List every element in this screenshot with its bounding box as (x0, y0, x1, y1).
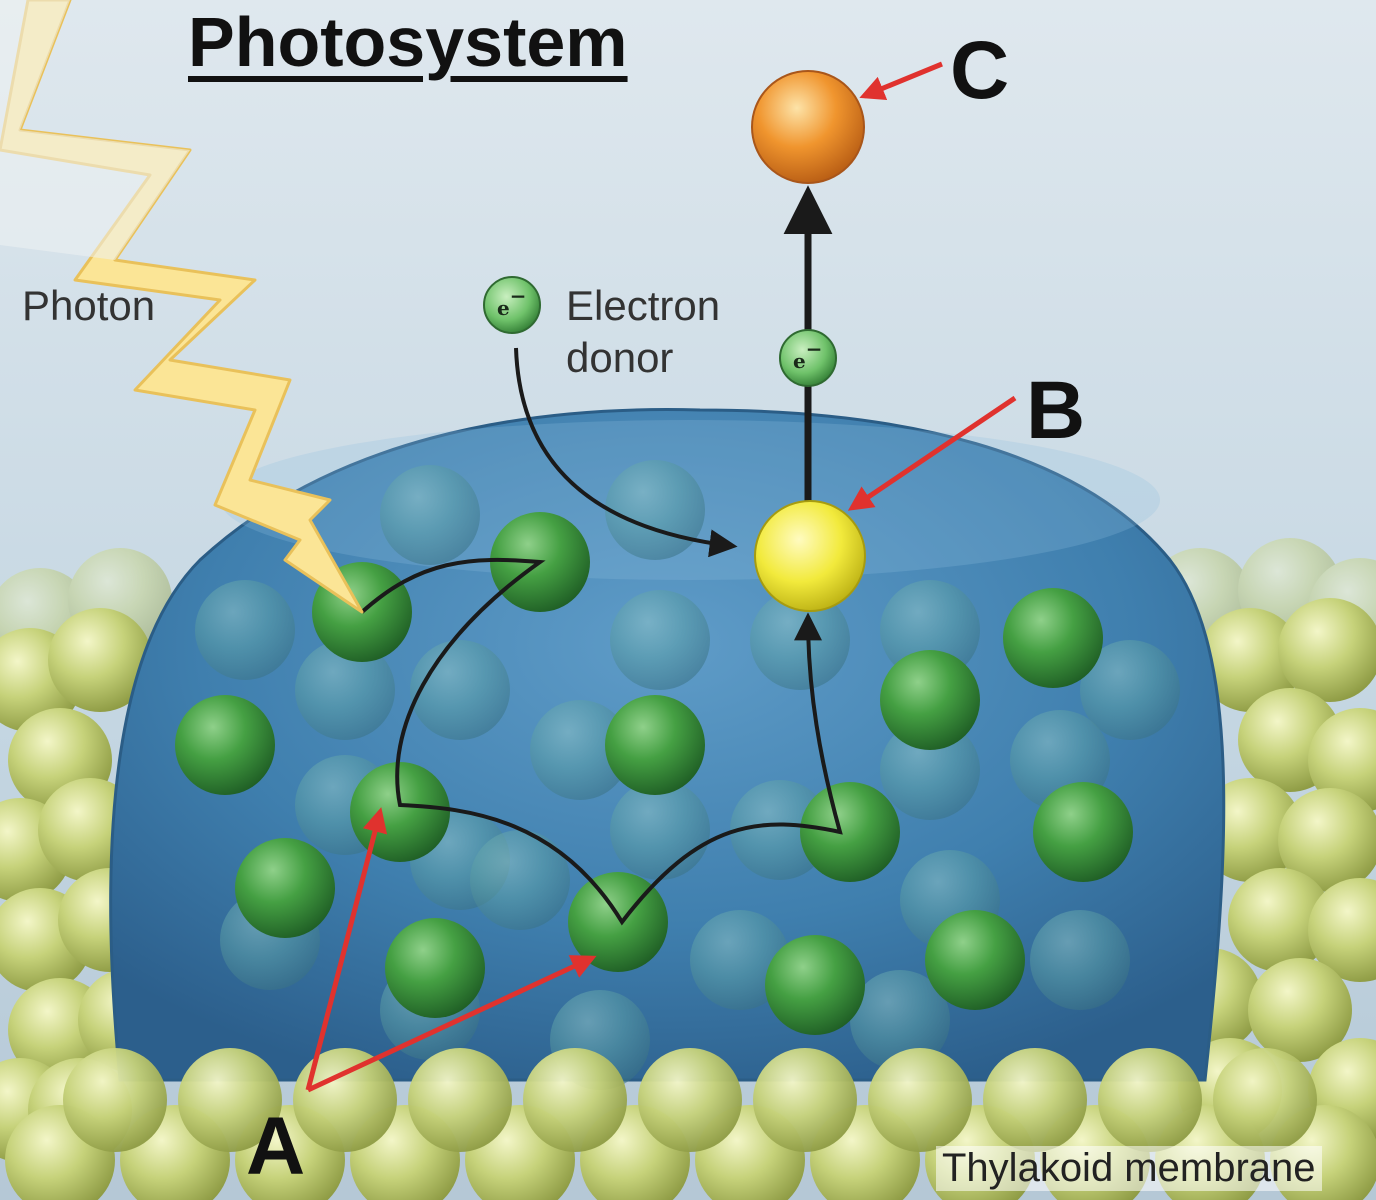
callout-arrow-b (847, 395, 1017, 511)
electron-donor-label-line2: donor (566, 334, 674, 381)
lipid-sphere (638, 1048, 742, 1152)
antenna-pigment (880, 650, 980, 750)
lipid-sphere (1278, 788, 1376, 892)
accessory-pigment (605, 460, 705, 560)
svg-text:e−: e− (793, 337, 823, 373)
accessory-pigment (530, 700, 630, 800)
energy-transfer-path (360, 557, 843, 926)
accessory-pigment (195, 580, 295, 680)
lipid-sphere (63, 1048, 167, 1152)
antenna-pigment (1003, 588, 1103, 688)
accessory-pigment (410, 640, 510, 740)
lipid-sphere (1198, 608, 1302, 712)
accessory-pigment (470, 830, 570, 930)
lipid-sphere (523, 1048, 627, 1152)
antenna-pigment (605, 695, 705, 795)
callout-arrows (305, 61, 1017, 1093)
electron-symbol: e (497, 296, 510, 320)
lipid-sphere (293, 1048, 397, 1152)
svg-text:e−: e− (497, 284, 527, 320)
lipid-sphere (753, 1048, 857, 1152)
callout-arrow-a1 (305, 807, 388, 1091)
marker-c: C (950, 25, 1010, 116)
excited-electron-icon: e− (779, 329, 837, 387)
lipid-sphere (1278, 598, 1376, 702)
marker-a: A (246, 1101, 306, 1192)
antenna-pigment (1033, 782, 1133, 882)
lipid-sphere (1308, 878, 1376, 982)
accessory-pigment (880, 720, 980, 820)
antenna-pigment (175, 695, 275, 795)
accessory-pigment (1030, 910, 1130, 1010)
lipid-sphere (1308, 708, 1376, 812)
antenna-pigment (765, 935, 865, 1035)
accessory-pigment (880, 580, 980, 680)
antenna-pigment (350, 762, 450, 862)
lipid-sphere (408, 1048, 512, 1152)
photon-label: Photon (22, 282, 156, 329)
lipid-sphere (1248, 958, 1352, 1062)
electron-donor-arrow (514, 347, 738, 558)
marker-b: B (1026, 365, 1086, 456)
antenna-pigment (385, 918, 485, 1018)
accessory-pigment (1080, 640, 1180, 740)
accessory-pigment (295, 640, 395, 740)
lipid-sphere (1228, 868, 1332, 972)
thylakoid-membrane-label: Thylakoid membrane (936, 1146, 1322, 1191)
pigment-molecules (175, 460, 1180, 1090)
lipid-sphere (1098, 1048, 1202, 1152)
lipid-sphere (1213, 1048, 1317, 1152)
diagram-title: Photosystem (188, 3, 628, 81)
accessory-pigment (610, 590, 710, 690)
lipid-sphere (983, 1048, 1087, 1152)
antenna-pigment (235, 838, 335, 938)
accessory-pigment (850, 970, 950, 1070)
photon-bolt-fade (0, 0, 190, 260)
accessory-pigment (380, 465, 480, 565)
electron-donor-label-line1: Electron (566, 282, 721, 329)
lipid-sphere (178, 1048, 282, 1152)
accessory-pigment (610, 780, 710, 880)
antenna-pigment (925, 910, 1025, 1010)
callout-arrow-c (859, 61, 943, 100)
antenna-pigment (800, 782, 900, 882)
lipid-sphere (868, 1048, 972, 1152)
callout-arrow-a2 (306, 955, 597, 1093)
reaction-center-chlorophyll (754, 500, 866, 612)
primary-electron-acceptor (751, 70, 865, 184)
electron-donor-icon: e− (483, 276, 541, 334)
lipid-sphere (48, 608, 152, 712)
accessory-pigment (730, 780, 830, 880)
